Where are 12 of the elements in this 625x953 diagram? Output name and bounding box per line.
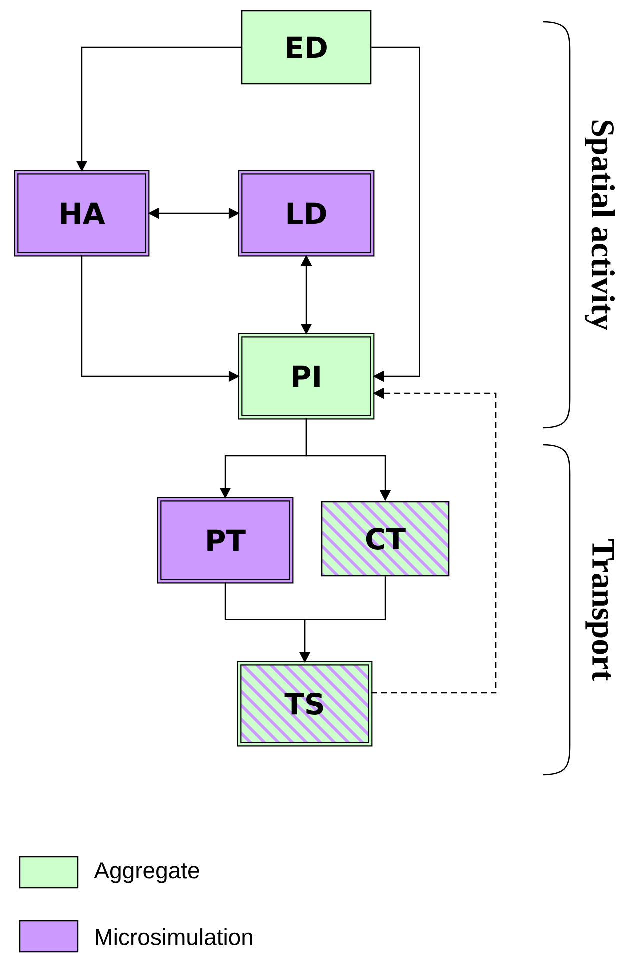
bracket-label: Transport — [586, 539, 614, 682]
model-box: CT — [321, 501, 450, 577]
legend-label: Aggregate — [94, 862, 200, 884]
legend-label: Microsimulation — [96, 928, 252, 946]
model-box: PI — [238, 333, 375, 420]
arrow — [372, 46, 420, 382]
model-box: PT — [157, 497, 294, 584]
model-box: TS — [237, 661, 373, 747]
bracket-label: Spatial activity — [585, 120, 616, 331]
model-box: LD — [238, 170, 375, 257]
model-box: ED — [241, 10, 372, 85]
model-box: HA — [14, 170, 150, 257]
